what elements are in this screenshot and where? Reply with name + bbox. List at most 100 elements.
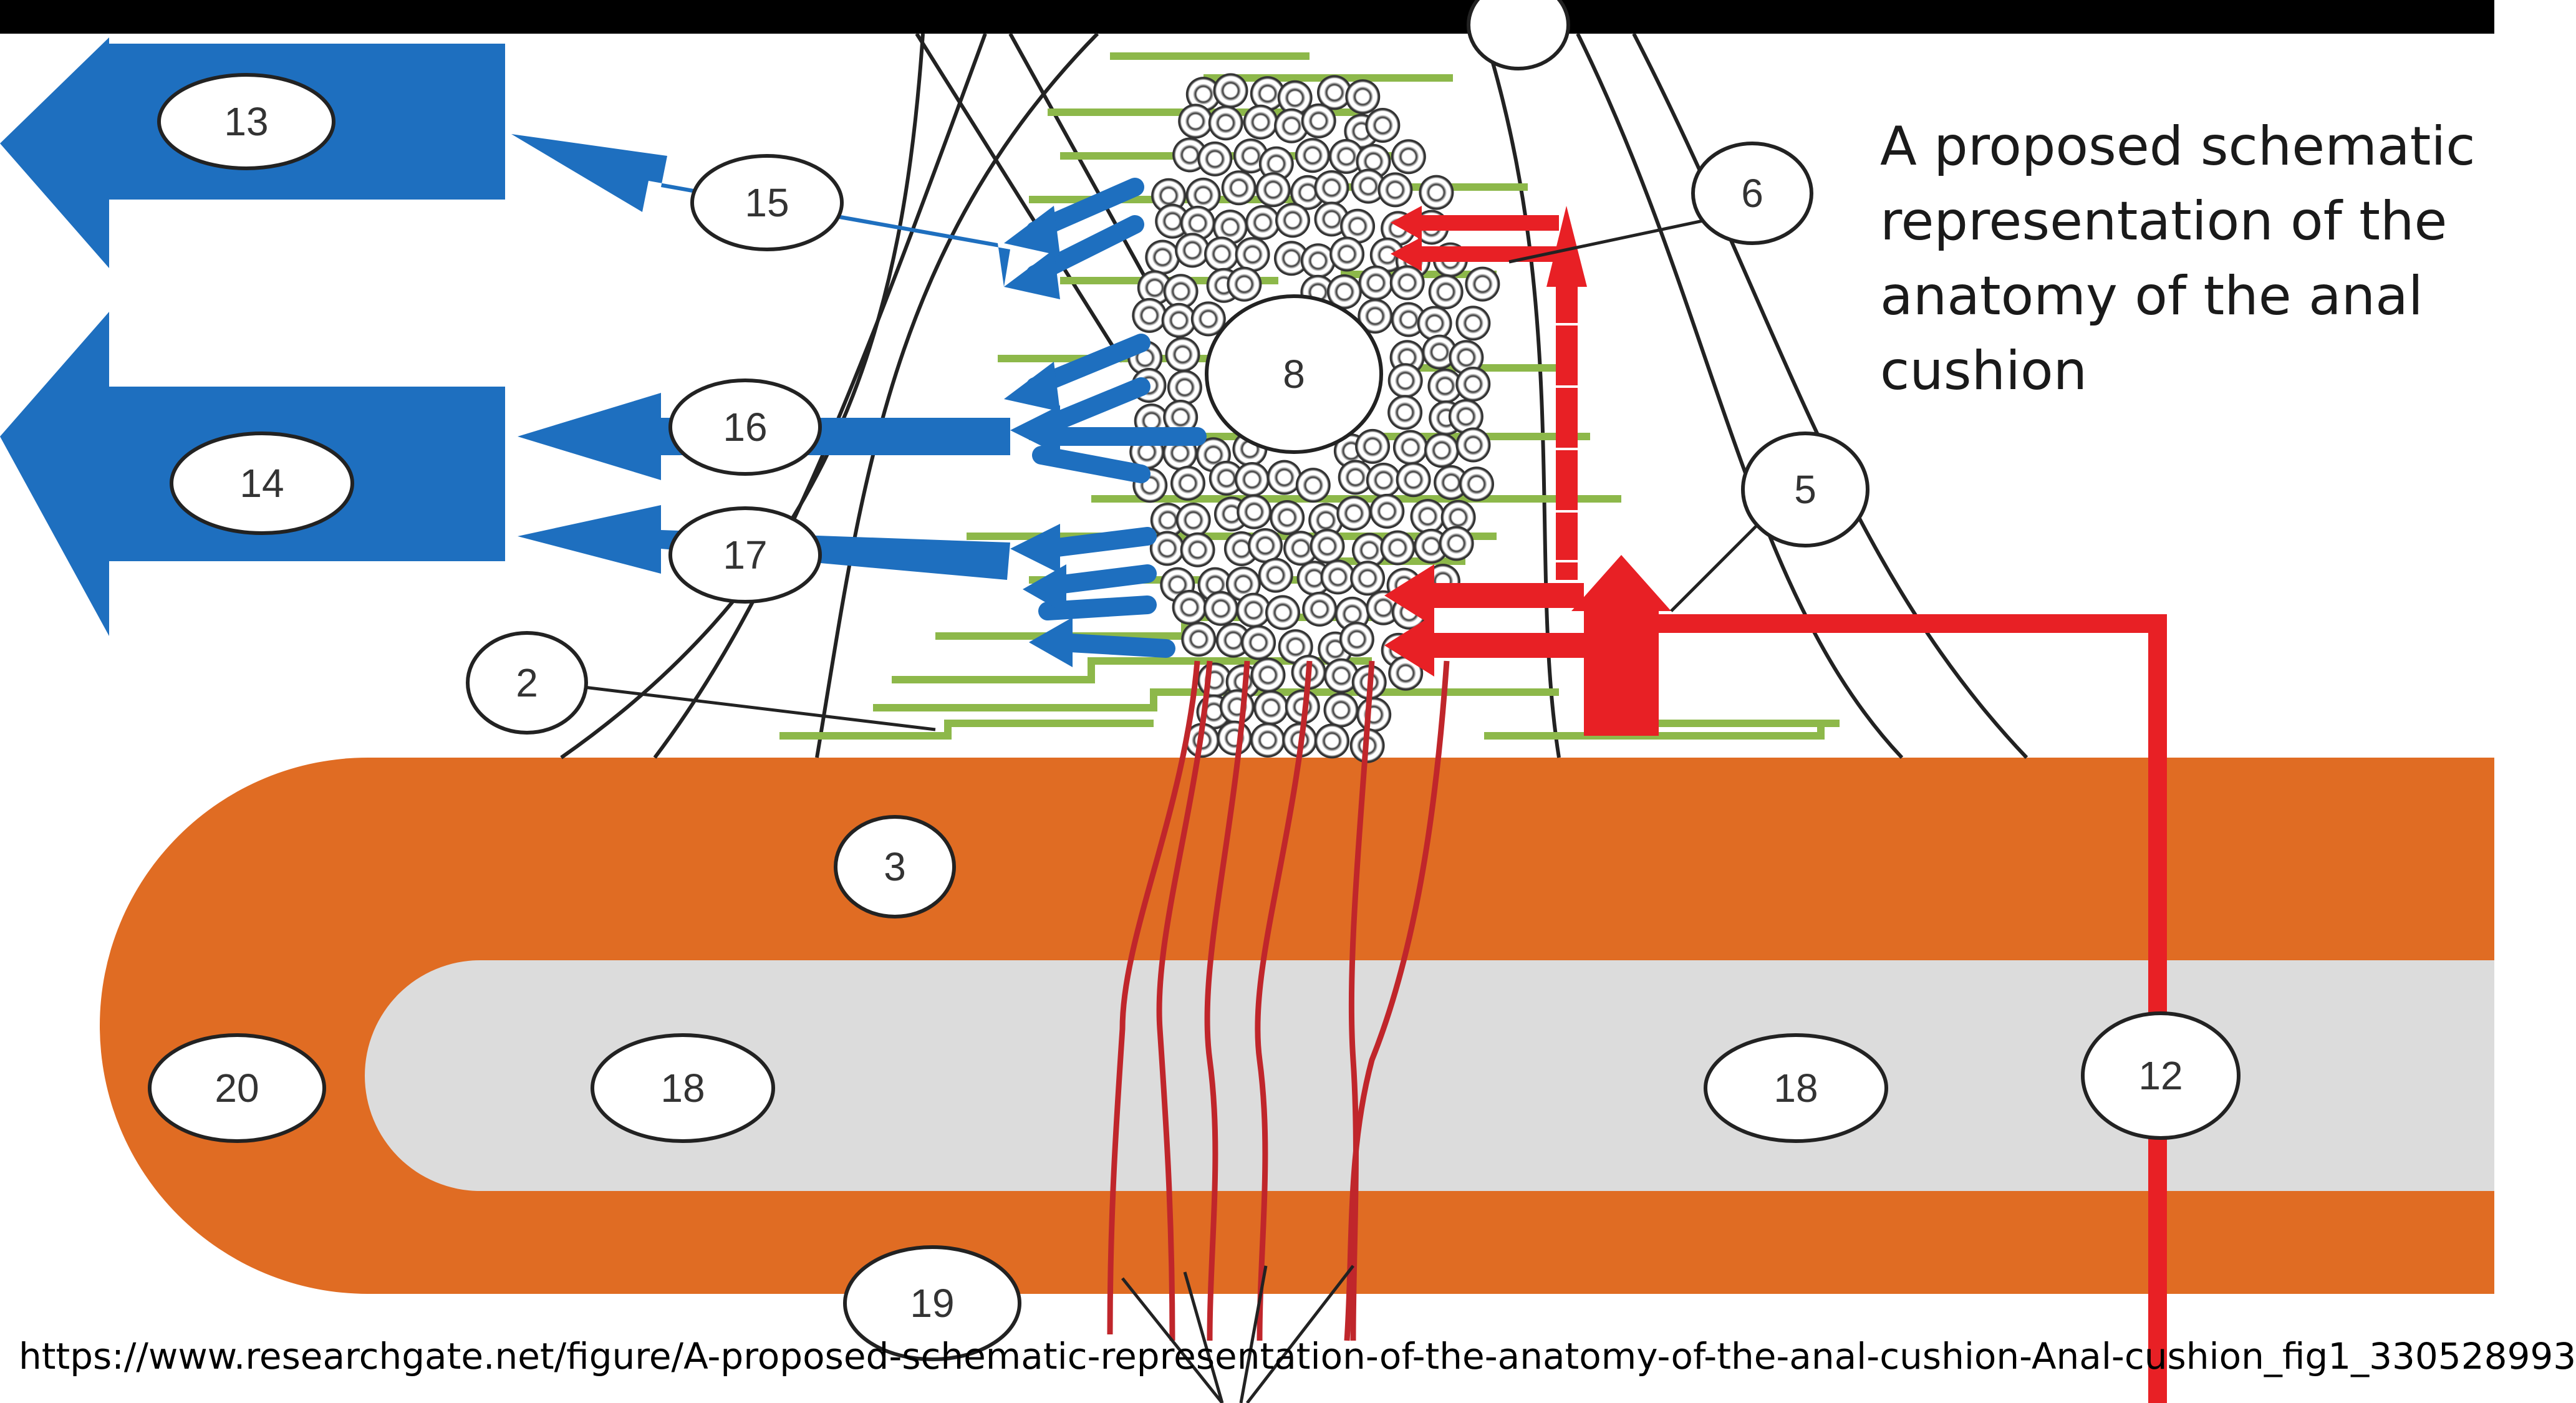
label-texts: 13 14 15 16 17 2 3 8 6 5 20 18 18 12 19: [215, 99, 2183, 1326]
vessel-circle: [1167, 370, 1202, 405]
vessel-circle: [1219, 689, 1255, 725]
vessel-circle: [1455, 427, 1491, 463]
vessel-circle: [1212, 210, 1248, 245]
vessel-circle: [1151, 178, 1187, 213]
vessel-circle: [1356, 697, 1392, 732]
vessel-circle: [1185, 77, 1221, 112]
vessel-circle: [1365, 108, 1401, 143]
vessel-circle: [1355, 428, 1391, 464]
vessel-circle: [1422, 334, 1457, 370]
label-18-right: 18: [1773, 1066, 1818, 1111]
vessel-circle: [1185, 177, 1221, 213]
vessel-circle: [1323, 692, 1359, 728]
vessel-circle: [1180, 532, 1215, 567]
vessel-circle: [1351, 533, 1387, 568]
vessel-circle: [1308, 503, 1344, 538]
vessel-circle: [1302, 591, 1338, 627]
vessel-circle: [1204, 236, 1239, 272]
label-6: 6: [1741, 171, 1763, 216]
vessel-circle: [1300, 243, 1336, 279]
vessel-cluster: [1127, 73, 1500, 763]
vessel-circle: [1277, 80, 1313, 115]
vessel-circle: [1427, 369, 1463, 403]
vessel-circle: [1241, 625, 1276, 660]
vessel-circle: [1424, 433, 1459, 468]
vessel-circle: [1255, 172, 1291, 208]
vessel-circle: [1243, 104, 1278, 140]
slide-title: A proposed schematic representation of t…: [1880, 115, 2476, 402]
vessel-circle: [1295, 138, 1330, 173]
vessel-circle: [1326, 274, 1362, 309]
vessel-circle: [1338, 460, 1373, 495]
vessel-circle: [1235, 237, 1270, 272]
vessel-circle: [1410, 499, 1445, 534]
vessel-circle: [1310, 529, 1345, 564]
vessel-circle: [1150, 503, 1185, 538]
vessel-circle: [1266, 460, 1302, 495]
vessel-circle: [1391, 302, 1426, 337]
label-19: 19: [910, 1281, 954, 1326]
leader-lines: [573, 216, 1772, 1403]
vessel-circle: [1225, 566, 1261, 602]
label-3: 3: [884, 844, 906, 889]
vessel-circle: [1455, 306, 1491, 341]
anal-cushion-diagram: 13 14 15 16 17 2 3 8 6 5 20 18 18 12 19: [0, 0, 2494, 1403]
vessel-circle: [1315, 723, 1349, 759]
vessel-circle: [1345, 79, 1381, 115]
vessel-circle: [1392, 430, 1428, 465]
label-5: 5: [1794, 467, 1816, 512]
vessel-circle: [1155, 203, 1190, 239]
vessel-circle: [1208, 460, 1244, 496]
vessel-circle: [1236, 592, 1271, 628]
vessel-circle: [1258, 146, 1294, 181]
vessel-circle: [1163, 274, 1199, 309]
vessel-circle: [1145, 239, 1180, 275]
vessel-circle: [1387, 395, 1423, 430]
vessel-circle: [1178, 104, 1213, 139]
vessel-circle: [1274, 241, 1309, 276]
vessel-circle: [1283, 531, 1318, 566]
vessel-circle: [1417, 306, 1452, 341]
vessel-circle: [1250, 722, 1285, 758]
vessel-circle: [1369, 493, 1405, 529]
vessel-circle: [1329, 138, 1364, 174]
vessel-circle: [1339, 622, 1374, 657]
vessel-circle: [1270, 500, 1305, 535]
vessel-circle: [1172, 589, 1207, 625]
label-ellipses: [148, 0, 2241, 1361]
vessel-circle: [1301, 103, 1336, 138]
vessel-circle: [1434, 465, 1469, 500]
vessel-circle: [1227, 266, 1262, 302]
vessel-circle: [1350, 561, 1386, 596]
cushion-outline: [560, 32, 2028, 759]
label-20: 20: [215, 1066, 259, 1111]
vessel-circle: [1377, 172, 1413, 208]
label-2: 2: [516, 660, 538, 705]
vessel-circle: [1165, 337, 1200, 372]
vessel-circle: [1190, 301, 1226, 337]
vessel-circle: [1208, 105, 1243, 141]
vessel-circle: [1245, 205, 1281, 240]
vessel-circle: [1215, 622, 1251, 658]
vessel-circle: [1175, 503, 1211, 538]
vessel-circle: [1358, 299, 1393, 334]
vessel-circle: [1448, 399, 1483, 434]
arterial-supply: [1384, 206, 2167, 1403]
vessel-circle: [1439, 526, 1474, 561]
vessel-circle: [1419, 175, 1454, 210]
label-13: 13: [224, 99, 268, 144]
label-15: 15: [745, 180, 789, 225]
vessel-circle: [1250, 657, 1286, 693]
vessel-circle: [1440, 499, 1476, 535]
label-8: 8: [1283, 352, 1305, 397]
vessel-circle: [1274, 108, 1310, 143]
vessel-circle: [1170, 466, 1205, 501]
vessel-circle: [1351, 168, 1386, 204]
vessel-circle: [1387, 363, 1423, 398]
vessel-circle: [1137, 270, 1172, 306]
vessel-circle: [1389, 265, 1425, 301]
vessel-circle: [1329, 236, 1365, 272]
lumen: [365, 960, 2494, 1191]
vessel-circle: [1175, 233, 1210, 268]
vessel-circle: [1149, 531, 1185, 566]
